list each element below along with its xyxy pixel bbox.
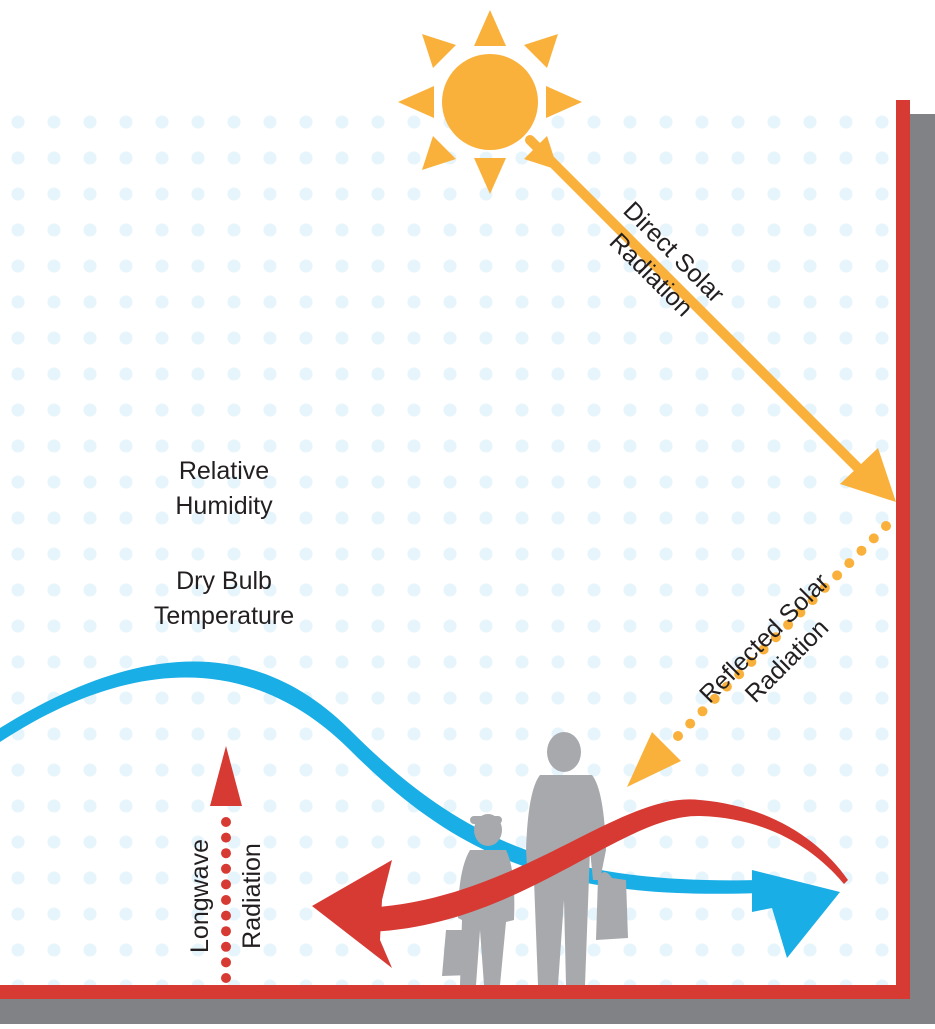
reflected-solar-arrow — [627, 521, 891, 787]
longwave-dot — [221, 863, 231, 874]
dry-bulb-line1: Dry Bulb — [176, 567, 272, 595]
longwave-label-line2: Radiation — [238, 843, 266, 949]
reflected-solar-dot — [832, 570, 843, 581]
direct-solar-arrow — [525, 135, 896, 502]
longwave-dot — [221, 879, 231, 890]
longwave-dot — [221, 941, 231, 952]
longwave-dot — [221, 848, 231, 859]
reflected-solar-dot — [795, 607, 806, 618]
reflected-solar-dot — [819, 582, 830, 593]
air-dot-field — [0, 100, 896, 985]
reflected-solar-dot — [709, 693, 720, 704]
humidity-wave — [0, 661, 840, 958]
reflected-solar-dot — [746, 656, 757, 667]
longwave-dot — [221, 910, 231, 921]
reflected-solar-dot — [758, 644, 769, 655]
reflected-solar-dot — [807, 595, 818, 606]
reflected-solar-dot — [783, 619, 794, 630]
longwave-label: Longwave Radiation — [186, 839, 266, 953]
longwave-arrow — [210, 746, 242, 983]
longwave-dot — [221, 957, 231, 968]
reflected-solar-dot — [844, 558, 855, 569]
sun-icon — [398, 10, 582, 194]
longwave-dot — [221, 832, 231, 843]
longwave-label-line1: Longwave — [186, 839, 214, 953]
relative-humidity-line2: Humidity — [175, 492, 273, 520]
reflected-solar-dot — [856, 545, 867, 556]
wall-shadow — [910, 114, 935, 1024]
longwave-dot — [221, 973, 231, 983]
reflected-solar-dot — [868, 533, 879, 544]
wall-and-ground — [0, 100, 935, 1024]
reflected-solar-dot — [685, 718, 696, 729]
reflected-solar-dot — [697, 706, 708, 717]
reflected-solar-dot — [734, 669, 745, 680]
longwave-dot — [221, 926, 231, 937]
dry-bulb-line2: Temperature — [154, 602, 294, 630]
longwave-dot — [221, 817, 231, 827]
wall — [896, 100, 910, 999]
relative-humidity-label: Relative Humidity — [175, 457, 273, 520]
dry-bulb-label: Dry Bulb Temperature — [154, 567, 294, 630]
temperature-wave — [312, 799, 848, 968]
longwave-dot — [221, 895, 231, 905]
reflected-solar-dot — [770, 632, 781, 643]
relative-humidity-line1: Relative — [179, 457, 269, 485]
ground-shadow — [0, 999, 935, 1024]
reflected-solar-dot — [881, 521, 891, 531]
reflected-solar-dot — [673, 731, 683, 741]
ground — [0, 985, 910, 999]
reflected-solar-dot — [721, 681, 732, 692]
